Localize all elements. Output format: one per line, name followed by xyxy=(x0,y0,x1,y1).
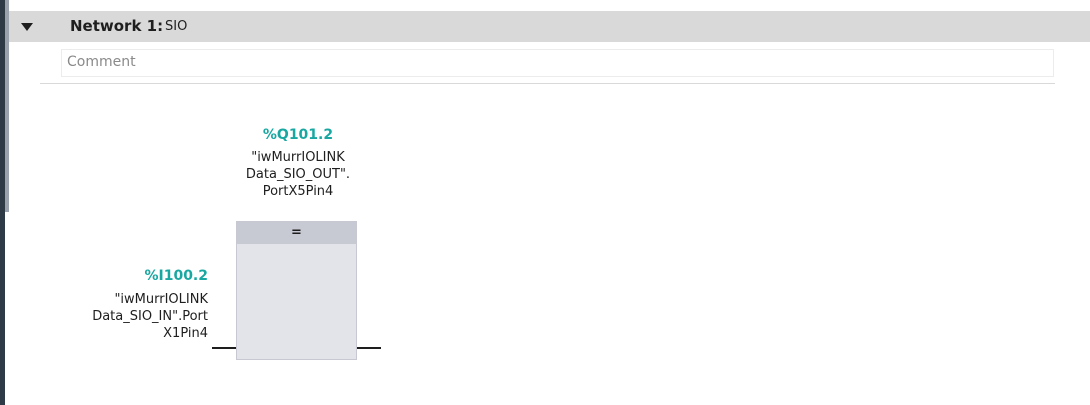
input-tag[interactable]: "iwMurrIOLINK Data_SIO_IN".Port X1Pin4 xyxy=(40,291,208,342)
collapse-triangle-icon[interactable] xyxy=(21,23,33,31)
output-tag-line-1: "iwMurrIOLINK xyxy=(251,150,345,165)
editor-splitter[interactable] xyxy=(5,0,9,212)
output-wire[interactable] xyxy=(357,347,381,349)
editor-left-border xyxy=(0,0,5,405)
network-separator xyxy=(40,83,1055,84)
network-header[interactable]: Network 1: SIO xyxy=(9,11,1090,42)
input-tag-line-1: "iwMurrIOLINK xyxy=(114,292,208,307)
network-label: Network 1: xyxy=(70,17,164,35)
input-tag-line-3: X1Pin4 xyxy=(163,326,208,341)
output-tag[interactable]: "iwMurrIOLINK Data_SIO_OUT". PortX5Pin4 xyxy=(212,149,384,200)
input-address[interactable]: %I100.2 xyxy=(144,268,208,284)
assignment-box-symbol: = xyxy=(237,222,356,244)
output-tag-line-3: PortX5Pin4 xyxy=(262,184,334,199)
network-comment-field[interactable]: Comment xyxy=(61,49,1054,77)
assignment-box[interactable]: = xyxy=(236,221,357,360)
input-wire[interactable] xyxy=(212,347,236,349)
network-name[interactable]: SIO xyxy=(165,19,188,34)
input-tag-line-2: Data_SIO_IN".Port xyxy=(92,309,208,324)
output-tag-line-2: Data_SIO_OUT". xyxy=(245,167,351,182)
output-address[interactable]: %Q101.2 xyxy=(262,127,334,143)
